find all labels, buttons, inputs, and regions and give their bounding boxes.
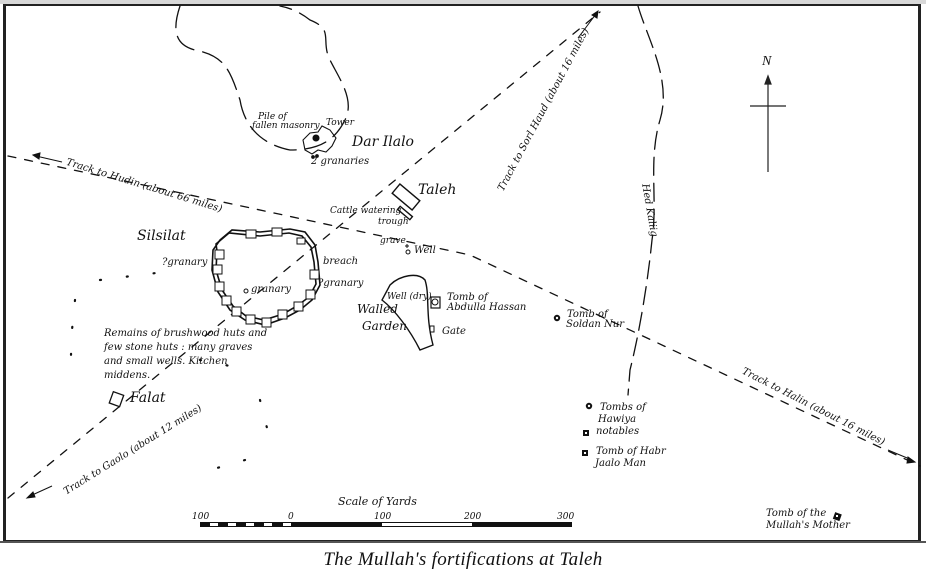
label-tombs-hawiya-1: Tombs of — [600, 402, 646, 413]
scale-tick-300: 300 — [557, 512, 575, 522]
scale-tick-0: 0 — [288, 512, 294, 522]
note-remains-3: and small wells. Kitchen — [104, 356, 228, 367]
label-gate: Gate — [442, 326, 466, 337]
place-walled: Walled — [357, 302, 398, 316]
label-tombs-hawiya-2: Hawiya — [598, 414, 637, 425]
label-trough: trough — [378, 217, 409, 227]
place-falat: Falat — [130, 390, 166, 406]
label-granary-west: ?granary — [162, 257, 208, 268]
label-tomb-mother-1: Tomb of the — [766, 508, 827, 519]
label-well: Well — [414, 245, 436, 256]
track-sorl-gaolo — [7, 11, 601, 499]
label-tomb-habr-2: Jaalo Man — [595, 458, 646, 469]
page-edge — [0, 0, 926, 4]
scale-title: Scale of Yards — [338, 495, 417, 508]
north-arrow — [750, 74, 786, 172]
label-tower: Tower — [326, 118, 355, 128]
label-tomb-soldan-2: Soldan Nur — [566, 319, 625, 330]
note-remains-1: Remains of brushwood huts and — [104, 328, 268, 339]
label-grave: grave — [380, 236, 406, 246]
label-cattle-watering: Cattle watering — [330, 206, 402, 216]
scale-bar — [200, 522, 572, 527]
scale-tick-100-left: 100 — [192, 512, 210, 522]
label-granary-east: ?granary — [318, 278, 364, 289]
track-hudin — [7, 155, 921, 467]
label-pile-of: Pile of — [258, 112, 287, 122]
dar-ilalo-boundary — [175, 5, 349, 151]
remains-dots — [68, 268, 272, 472]
scale-tick-200: 200 — [464, 512, 482, 522]
place-dar-ilalo: Dar Ilalo — [352, 134, 414, 150]
label-tomb-abdulla-2: Abdulla Hassan — [447, 302, 527, 313]
label-granary-center: granary — [251, 284, 291, 295]
label-tomb-mother-2: Mullah's Mother — [766, 520, 850, 531]
place-silsilat: Silsilat — [137, 228, 186, 244]
note-remains-2: few stone huts : many graves — [104, 342, 253, 353]
label-breach: breach — [323, 256, 359, 267]
place-garden: Garden — [362, 319, 407, 333]
note-remains-4: middens. — [104, 370, 151, 381]
scale-tick-100: 100 — [374, 512, 392, 522]
label-two-granaries: 2 granaries — [311, 156, 370, 167]
label-well-dry: Well (dry) — [387, 292, 432, 302]
label-tombs-hawiya-3: notables — [596, 426, 640, 437]
north-label: N — [762, 54, 772, 69]
label-tomb-habr-1: Tomb of Habr — [596, 446, 666, 457]
label-fallen-masonry: fallen masonry — [252, 121, 320, 131]
place-taleh: Taleh — [418, 182, 457, 198]
map-caption: The Mullah's fortifications at Taleh — [323, 549, 603, 570]
label-tomb-abdulla-1: Tomb of — [447, 292, 488, 303]
label-tomb-soldan-1: Tomb of — [567, 309, 608, 320]
hed-kaliig-line — [627, 5, 664, 396]
